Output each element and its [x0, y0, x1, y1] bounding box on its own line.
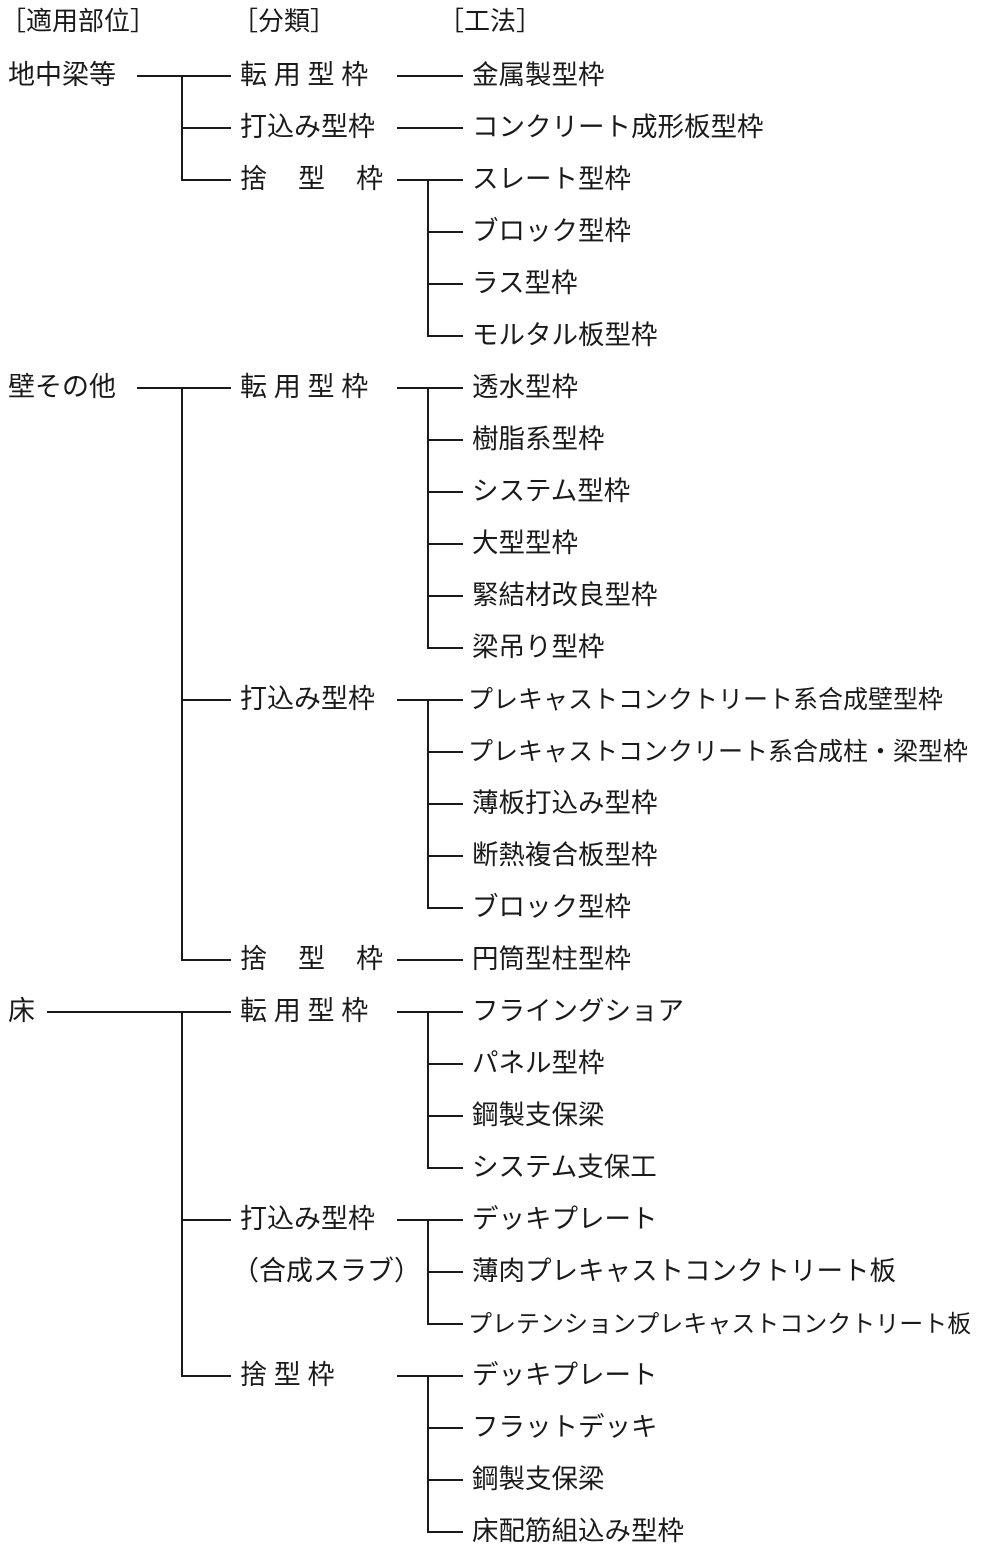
category-label: 捨型枠: [240, 944, 415, 975]
method-label: パネル型枠: [472, 1048, 605, 1079]
header-method: ［工法］: [438, 7, 543, 37]
category-label: 捨型枠: [240, 1360, 342, 1391]
method-label: ラス型枠: [472, 268, 578, 299]
method-label: 梁吊り型枠: [472, 632, 605, 663]
category-label: 転用型枠: [240, 60, 375, 91]
site-label: 壁その他: [8, 372, 116, 403]
method-label: 円筒型柱型枠: [472, 944, 631, 975]
method-label: ブロック型枠: [472, 216, 631, 247]
method-label: 透水型枠: [472, 372, 578, 403]
category-label: 打込み型枠: [240, 684, 375, 715]
method-label: デッキプレート: [472, 1204, 658, 1235]
category-label: 転用型枠: [240, 996, 375, 1027]
method-label: プレキャストコンクリート系合成柱・梁型枠: [468, 737, 969, 766]
category-label: 捨型枠: [240, 164, 415, 195]
method-label: 緊結材改良型枠: [472, 580, 658, 611]
header-category: ［分類］: [232, 7, 337, 37]
category-sublabel: （合成スラブ）: [232, 1256, 421, 1287]
method-label: コンクリート成形板型枠: [472, 112, 764, 143]
method-label: 樹脂系型枠: [472, 424, 605, 455]
method-label: デッキプレート: [472, 1360, 658, 1391]
method-label: 床配筋組込み型枠: [472, 1516, 684, 1547]
method-label: 薄板打込み型枠: [472, 788, 658, 819]
method-label: スレート型枠: [472, 164, 631, 195]
method-label: モルタル板型枠: [472, 320, 658, 351]
method-label: プレキャストコンクトリート系合成壁型枠: [468, 685, 944, 714]
category-label: 打込み型枠: [240, 1204, 375, 1235]
category-label: 転用型枠: [240, 372, 375, 403]
method-label: 鋼製支保梁: [472, 1100, 605, 1131]
method-label: システム型枠: [472, 476, 631, 507]
method-label: 大型型枠: [472, 528, 578, 559]
method-label: 薄肉プレキャストコンクトリート板: [472, 1256, 896, 1287]
method-label: フラットデッキ: [472, 1412, 658, 1443]
method-label: ブロック型枠: [472, 892, 631, 923]
method-label: 断熱複合板型枠: [472, 840, 658, 871]
method-label: 金属製型枠: [472, 60, 605, 91]
method-label: 鋼製支保梁: [472, 1464, 605, 1495]
header-site: ［適用部位］: [0, 7, 157, 37]
method-label: フライングショア: [472, 996, 684, 1027]
site-label: 地中梁等: [8, 60, 116, 91]
category-label: 打込み型枠: [240, 112, 375, 143]
method-label: プレテンションプレキャストコンクトリート板: [468, 1310, 972, 1338]
method-label: システム支保工: [472, 1152, 657, 1183]
site-label: 床: [8, 996, 35, 1027]
